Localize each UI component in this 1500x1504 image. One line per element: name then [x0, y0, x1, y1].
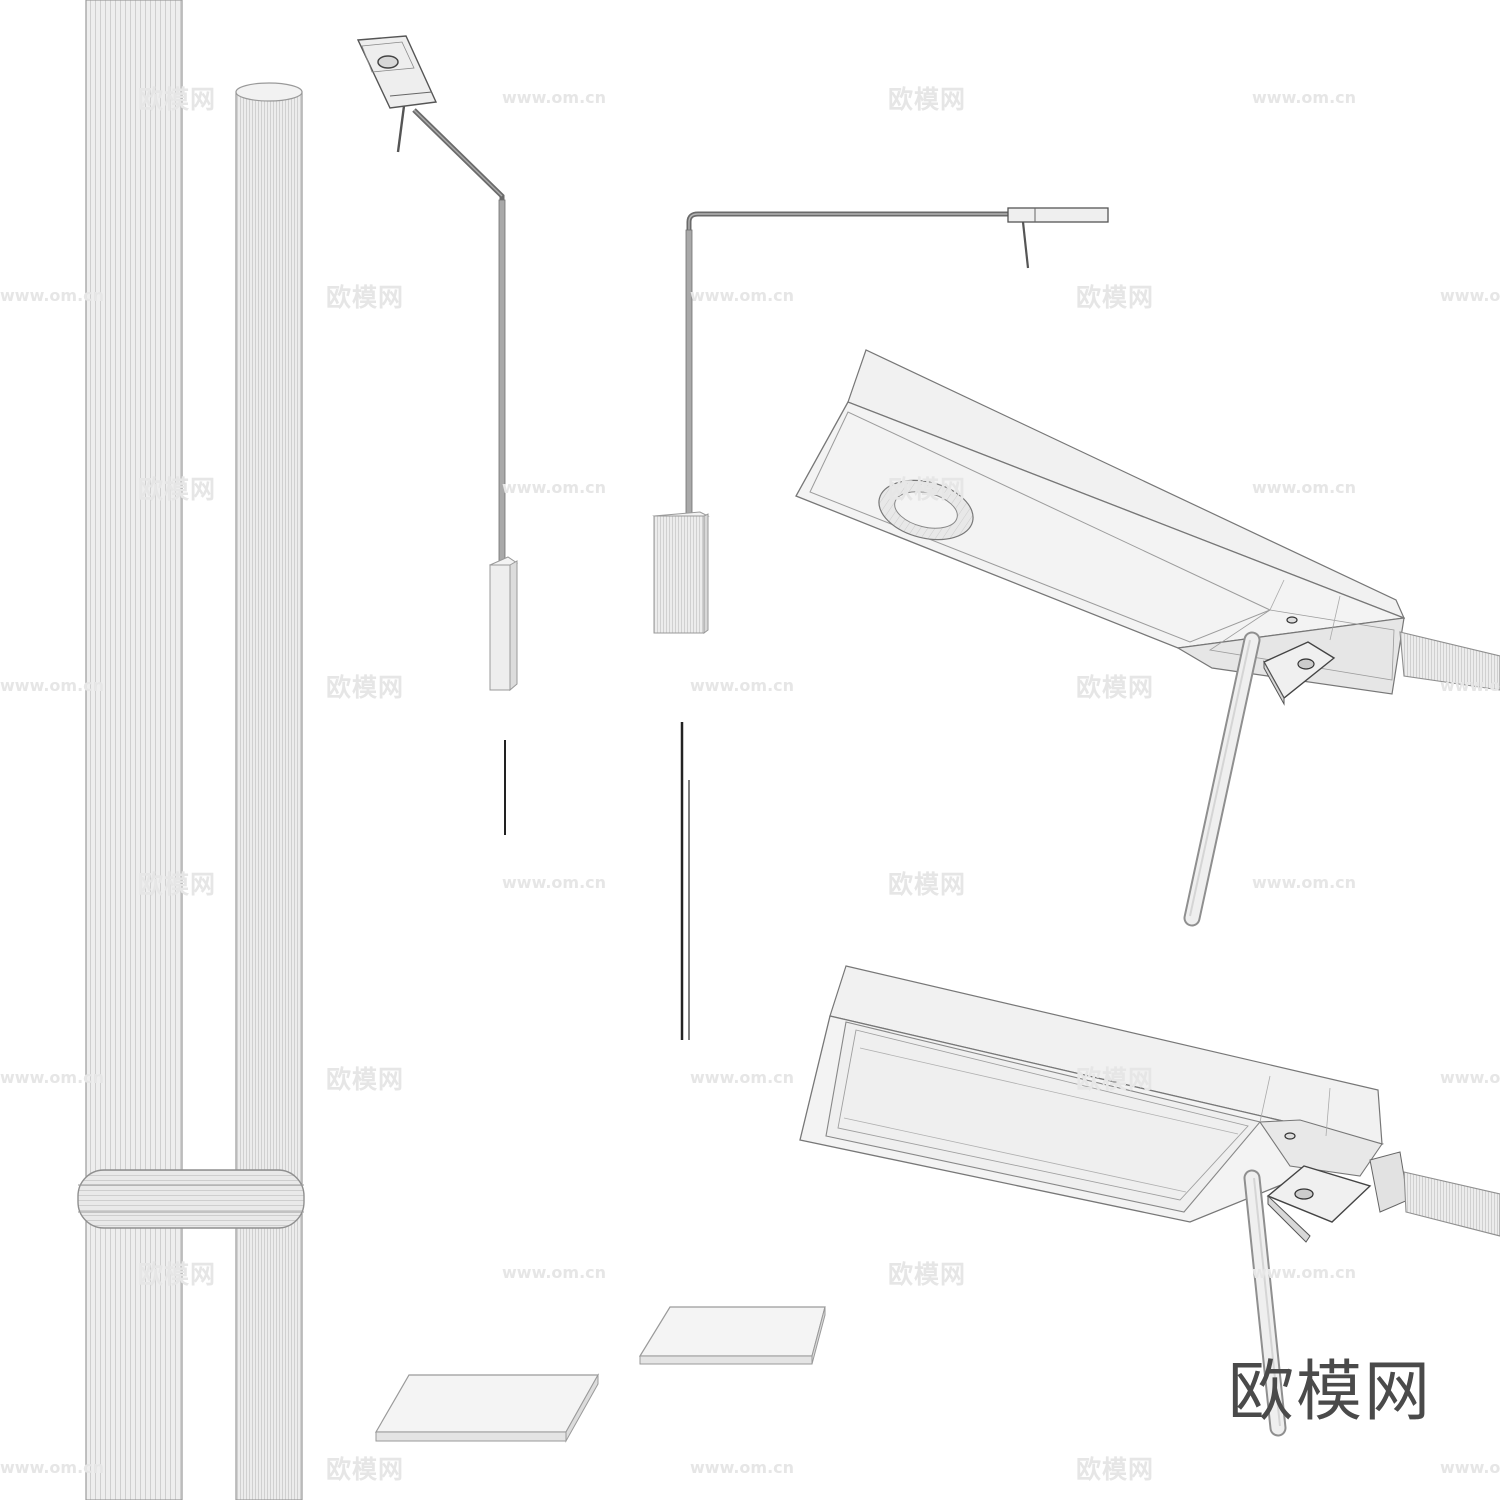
brand-watermark-text: 欧模网	[1228, 1353, 1432, 1430]
lamp2-socket	[652, 511, 710, 634]
lamp2-arm	[686, 211, 1010, 232]
pole-clamp	[77, 1169, 305, 1229]
floor-lamp-1	[356, 35, 600, 1443]
head2-arm	[1403, 1171, 1500, 1237]
lamp2-head	[1007, 207, 1109, 269]
pole-closeup	[77, 0, 305, 1501]
lamp2-stem	[685, 229, 693, 523]
lamp1-socket	[488, 556, 519, 692]
head1-arm	[1399, 631, 1500, 691]
head1-bracket	[1263, 641, 1336, 706]
head-closeup-top	[795, 349, 1500, 927]
head2-flat-panel	[825, 1021, 1261, 1213]
lamp1-arm	[412, 108, 505, 205]
lamp1-head	[356, 35, 438, 153]
head1-pull-rod	[1183, 631, 1261, 927]
head1-front-face	[795, 401, 1405, 649]
pole-left	[85, 0, 183, 1501]
head2-pull-rod	[1243, 1169, 1287, 1437]
head-closeup-bottom	[799, 965, 1500, 1437]
head2-bracket	[1266, 1151, 1409, 1243]
pole-right	[235, 82, 303, 1501]
floor-lamp-2	[638, 207, 1109, 1365]
lamp2-base	[638, 1306, 826, 1365]
head1-round-lens	[878, 479, 974, 541]
lamp1-base	[374, 1373, 600, 1443]
lamp1-stem	[498, 199, 506, 566]
